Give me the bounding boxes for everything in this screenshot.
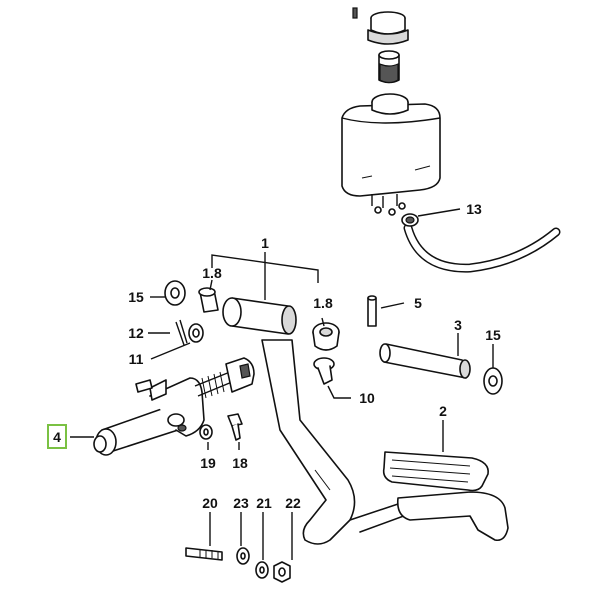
callout-18[interactable]: 18 [232, 455, 248, 471]
bolt-18 [227, 413, 243, 441]
callout-1[interactable]: 1 [261, 235, 269, 251]
pedal-lever [261, 339, 421, 545]
callout-19[interactable]: 19 [200, 455, 216, 471]
selected-callout-highlight [47, 424, 67, 449]
cotter-pin [175, 319, 188, 346]
callout-20[interactable]: 20 [202, 495, 218, 511]
callout-2[interactable]: 2 [439, 403, 447, 419]
washer-23 [236, 547, 250, 565]
pedal-foot-bracket [396, 491, 509, 542]
callout-1-8-right[interactable]: 1.8 [313, 295, 333, 311]
callout-11[interactable]: 11 [129, 351, 144, 367]
washer-21 [255, 561, 269, 579]
master-cylinder [93, 357, 255, 456]
callout-5[interactable]: 5 [414, 295, 422, 311]
callout-15-right[interactable]: 15 [485, 327, 501, 343]
callout-23[interactable]: 23 [233, 495, 249, 511]
callout-13[interactable]: 13 [466, 201, 482, 217]
clevis-pin [313, 357, 335, 385]
callout-4[interactable]: 4 [53, 429, 61, 445]
reservoir-filter [378, 50, 400, 84]
bushing-right [312, 322, 340, 351]
fluid-hose [401, 213, 561, 273]
washer-right [483, 367, 503, 395]
bushing-left [198, 287, 219, 313]
nut-22 [273, 561, 291, 583]
roll-pin [367, 295, 377, 327]
pivot-tube [222, 297, 297, 335]
callout-10[interactable]: 10 [359, 390, 375, 406]
callout-21[interactable]: 21 [256, 495, 272, 511]
stud-20 [185, 547, 223, 561]
leader-lines [70, 208, 494, 560]
clevis-washer [188, 323, 204, 343]
reservoir-cap [352, 7, 409, 45]
callout-3[interactable]: 3 [454, 317, 462, 333]
callout-12[interactable]: 12 [128, 325, 144, 341]
callout-1-8-left[interactable]: 1.8 [202, 265, 222, 281]
pedal-pad [382, 451, 489, 492]
washer-left [164, 280, 186, 306]
fluid-reservoir [341, 93, 441, 216]
callout-22[interactable]: 22 [285, 495, 301, 511]
callout-15-left[interactable]: 15 [128, 289, 144, 305]
pedal-shaft [379, 343, 471, 379]
washer-19 [199, 424, 213, 440]
